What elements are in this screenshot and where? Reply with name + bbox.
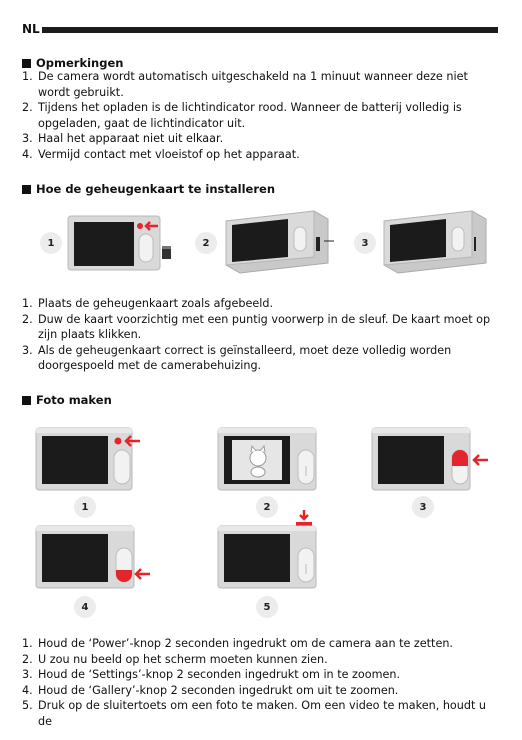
step-number: 5 bbox=[256, 596, 278, 618]
photo-title: Foto maken bbox=[36, 393, 112, 407]
camera-shutter-illustration bbox=[217, 510, 317, 589]
list-item: 3.Houd de ‘Settings’-knop 2 seconden ing… bbox=[22, 668, 401, 682]
remarks-list: 1.De camera wordt automatisch uitgeschak… bbox=[22, 69, 502, 163]
list-item: 1.Houd de ‘Power’-knop 2 seconden ingedr… bbox=[22, 637, 453, 650]
list-item: 2.Duw de kaart voorzichtig met een punti… bbox=[22, 312, 491, 342]
heading-square-icon bbox=[22, 395, 31, 405]
memory-card-list: 1.Plaats de geheugenkaart zoals afgebeel… bbox=[22, 296, 502, 374]
step-number: 3 bbox=[412, 496, 434, 518]
step-number: 2 bbox=[195, 232, 217, 254]
camera-power-illustration bbox=[35, 427, 140, 491]
list-item: 4.Vermijd contact met vloeistof op het a… bbox=[22, 147, 300, 161]
list-item: 5.Druk op de sluitertoets om een foto te… bbox=[22, 699, 486, 728]
step-number: 3 bbox=[354, 232, 376, 254]
list-item: 1.De camera wordt automatisch uitgeschak… bbox=[22, 70, 468, 99]
list-item: 4.Houd de ‘Gallery’-knop 2 seconden inge… bbox=[22, 683, 399, 697]
memory-card-title: Hoe de geheugenkaart te installeren bbox=[36, 182, 276, 196]
camera-card-push-illustration bbox=[225, 210, 334, 274]
heading-square-icon bbox=[22, 184, 31, 194]
list-item: 2.U zou nu beeld op het scherm moeten ku… bbox=[22, 652, 328, 666]
list-item: 3.Haal het apparaat niet uit elkaar. bbox=[22, 132, 224, 146]
header-rule bbox=[42, 27, 498, 33]
remarks-title: Opmerkingen bbox=[36, 56, 124, 70]
photo-heading: Foto maken bbox=[22, 393, 112, 407]
step-number: 1 bbox=[74, 496, 96, 518]
camera-live-view-illustration bbox=[217, 427, 317, 491]
camera-settings-zoom-in-illustration bbox=[371, 427, 488, 491]
list-item: 3.Als de geheugenkaart correct is geïnst… bbox=[22, 343, 452, 373]
step-number: 4 bbox=[74, 596, 96, 618]
camera-gallery-zoom-out-illustration bbox=[35, 525, 150, 589]
step-number: 2 bbox=[256, 496, 278, 518]
memory-card-heading: Hoe de geheugenkaart te installeren bbox=[22, 182, 275, 196]
heading-square-icon bbox=[22, 58, 31, 68]
list-item: 2.Tijdens het opladen is de lichtindicat… bbox=[22, 101, 462, 130]
list-item: 1.Plaats de geheugenkaart zoals afgebeel… bbox=[22, 297, 274, 310]
camera-card-insert-illustration bbox=[67, 215, 171, 271]
camera-card-installed-illustration bbox=[383, 210, 487, 274]
remarks-heading: Opmerkingen bbox=[22, 56, 123, 70]
language-label: NL bbox=[22, 22, 40, 36]
step-number: 1 bbox=[40, 232, 62, 254]
photo-list: 1.Houd de ‘Power’-knop 2 seconden ingedr… bbox=[22, 636, 502, 730]
